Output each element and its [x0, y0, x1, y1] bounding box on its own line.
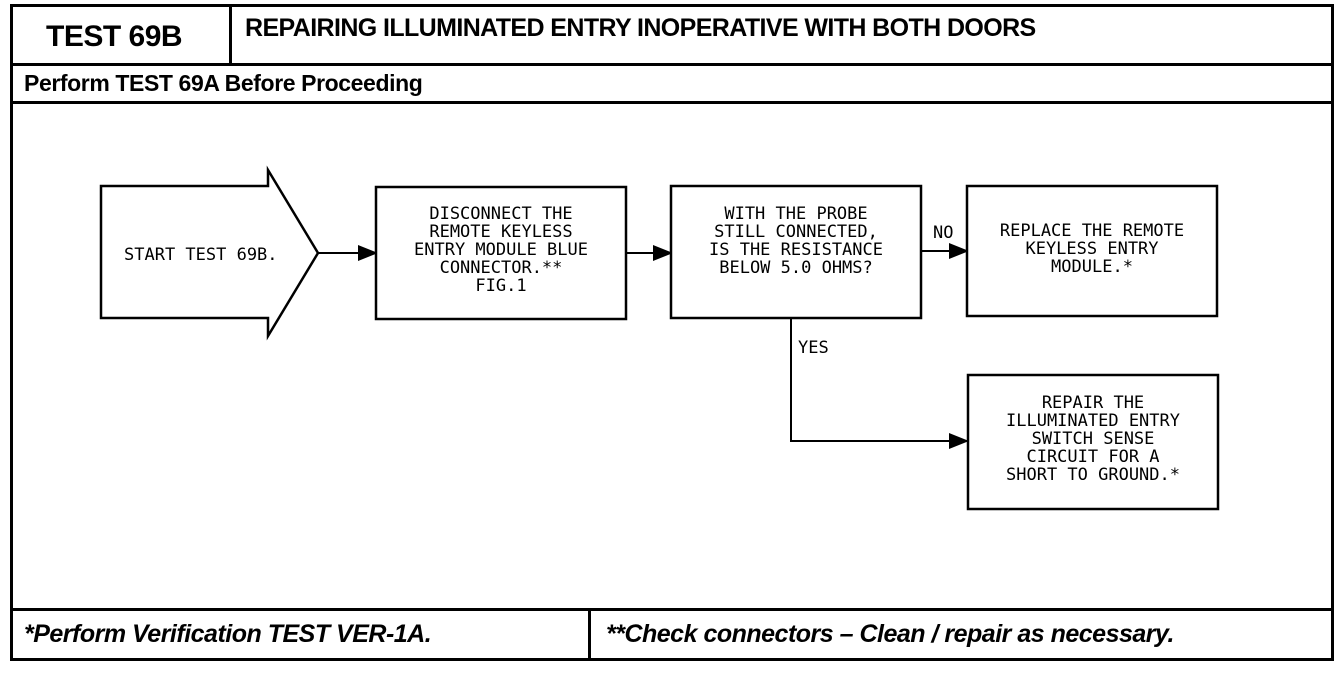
yes-action-line-2: ILLUMINATED ENTRY — [1006, 411, 1180, 431]
decision-line-1: WITH THE PROBE — [724, 204, 867, 224]
prereq-rule — [10, 101, 1334, 104]
step1-line-1: DISCONNECT THE — [429, 204, 572, 224]
step1-line-4: CONNECTOR.** — [440, 258, 563, 278]
prerequisite-note: Perform TEST 69A Before Proceeding — [24, 70, 423, 96]
step1-line-3: ENTRY MODULE BLUE — [414, 240, 588, 260]
yes-branch-label: YES — [798, 338, 829, 358]
no-action-line-3: MODULE.* — [1051, 257, 1133, 277]
yes-action-line-3: SWITCH SENSE — [1032, 429, 1155, 449]
yes-action-line-4: CIRCUIT FOR A — [1026, 447, 1159, 467]
header-rule — [10, 63, 1334, 66]
yes-action-box — [966, 373, 1220, 511]
start-label: START TEST 69B. — [124, 245, 278, 265]
yes-action-line-1: REPAIR THE — [1042, 393, 1144, 413]
step1-line-5: FIG.1 — [475, 276, 526, 296]
yes-action-line-5: SHORT TO GROUND.* — [1006, 465, 1180, 485]
arrow-decision-to-yes — [790, 318, 969, 449]
footer-note-connectors: **Check connectors – Clean / repair as n… — [606, 620, 1174, 648]
no-action-line-1: REPLACE THE REMOTE — [1000, 221, 1184, 241]
decision-line-2: STILL CONNECTED, — [714, 222, 878, 242]
header-divider — [229, 4, 232, 66]
footer-divider — [588, 608, 591, 661]
no-action-line-2: KEYLESS ENTRY — [1025, 239, 1158, 259]
start-arrow-shape — [99, 165, 320, 341]
step1-box — [374, 185, 628, 321]
test-id: TEST 69B — [46, 20, 183, 53]
decision-line-3: IS THE RESISTANCE — [709, 240, 883, 260]
no-action-box — [965, 184, 1219, 318]
footer-rule — [10, 608, 1334, 611]
no-branch-label: NO — [933, 223, 953, 243]
outer-frame — [10, 4, 1334, 661]
step1-line-2: REMOTE KEYLESS — [429, 222, 572, 242]
page-title: REPAIRING ILLUMINATED ENTRY INOPERATIVE … — [245, 14, 1036, 42]
decision-line-4: BELOW 5.0 OHMS? — [719, 258, 873, 278]
footer-note-verification: *Perform Verification TEST VER-1A. — [24, 620, 432, 648]
